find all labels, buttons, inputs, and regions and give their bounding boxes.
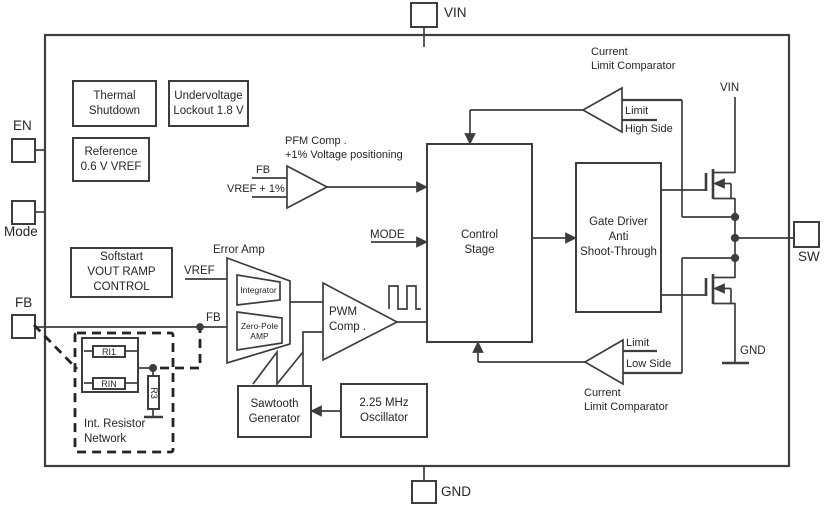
integrator-label: Integrator	[240, 284, 277, 295]
mode-signal-wire	[371, 236, 428, 248]
sawtooth-wiring	[252, 331, 340, 417]
arrowhead	[565, 232, 577, 244]
high-side-comp-title: Current Limit Comparator	[591, 46, 676, 73]
power-rails	[722, 97, 794, 365]
high-side-side-label: High Side	[625, 123, 673, 135]
resistor-label: R3	[148, 386, 159, 399]
high-side-limit-label: Limit	[625, 105, 649, 117]
arrowhead	[416, 236, 428, 248]
network-dashed-border	[73, 331, 175, 454]
resistor-network-label: Int. Resistor Network	[84, 418, 146, 445]
block-label: Control Stage	[460, 229, 499, 256]
ic-boundary	[43, 33, 791, 468]
resistor-rin: RIN	[92, 377, 126, 390]
arrowhead	[416, 181, 428, 193]
error-amp-input-fb: FB	[206, 312, 221, 324]
block-label: Reference 0.6 V VREF	[80, 145, 142, 173]
block-label: Undervoltage Lockout 1.8 V	[173, 89, 244, 117]
high-side-mosfet-icon	[704, 169, 735, 200]
pin-sw	[793, 221, 820, 248]
block-gate-driver: Gate Driver Anti Shoot-Through	[575, 162, 662, 313]
arrowhead	[472, 341, 484, 353]
error-amp-title: Error Amp	[213, 244, 265, 256]
pwm-comparator-icon	[322, 281, 426, 362]
low-side-comp-title: Current Limit Comparator	[584, 387, 669, 414]
arrowhead	[464, 133, 476, 145]
block-label: Gate Driver Anti Shoot-Through	[580, 216, 657, 258]
network-dashed-link	[160, 330, 202, 370]
square-wave-icon	[388, 285, 421, 310]
resistor-label: RIN	[101, 378, 117, 389]
block-label: Thermal Shutdown	[88, 89, 141, 117]
block-oscillator: 2.25 MHz Oscillator	[340, 383, 428, 438]
pfm-input-fb: FB	[256, 164, 271, 176]
block-label: 2.25 MHz Oscillator	[359, 396, 409, 424]
mode-signal-label: MODE	[370, 229, 405, 241]
block-softstart: Softstart VOUT RAMP CONTROL	[70, 247, 173, 298]
resistor-r3: R3	[147, 375, 160, 410]
node-dot	[730, 253, 740, 263]
node-dot	[730, 212, 740, 222]
pfm-comp-subtitle: +1% Voltage positioning	[285, 149, 403, 161]
pwm-comp-label: PWM Comp .	[329, 306, 367, 333]
pin-vin-top	[410, 2, 438, 28]
vin-rail-label: VIN	[720, 82, 740, 94]
low-side-mosfet-icon	[704, 274, 735, 305]
error-amp-icon	[185, 256, 323, 365]
zero-pole-shape	[236, 311, 283, 351]
pin-label-vin: VIN	[444, 5, 467, 20]
pin-label-fb: FB	[15, 295, 33, 310]
block-undervoltage-lockout: Undervoltage Lockout 1.8 V	[168, 80, 249, 127]
error-amp-input-vref: VREF	[184, 265, 215, 277]
low-side-side-label: Low Side	[626, 358, 672, 370]
fb-junction-dot	[196, 323, 204, 331]
low-side-limit-label: Limit	[626, 337, 650, 349]
pfm-input-vref: VREF + 1%	[227, 183, 285, 195]
pin-label-mode: Mode	[4, 224, 38, 239]
block-thermal-shutdown: Thermal Shutdown	[72, 80, 157, 127]
high-side-comparator-icon	[464, 86, 733, 218]
gnd-rail-label: GND	[740, 345, 766, 357]
block-label: Sawtooth Generator	[248, 397, 301, 425]
pin-label-gnd: GND	[441, 484, 471, 499]
pin-mode	[11, 200, 36, 225]
resistor-ri1: RI1	[92, 345, 126, 358]
pfm-comparator-icon	[252, 164, 428, 210]
pin-label-sw: SW	[798, 249, 820, 264]
block-sawtooth-generator: Sawtooth Generator	[237, 385, 312, 438]
resistor-label: RI1	[101, 346, 116, 357]
pin-stub-wires	[35, 27, 425, 481]
pin-label-en: EN	[13, 118, 32, 133]
pfm-comp-title: PFM Comp .	[285, 135, 347, 147]
fb-wire	[35, 323, 227, 331]
block-label: Softstart VOUT RAMP CONTROL	[87, 251, 156, 293]
sawtooth-wave-icon	[252, 349, 304, 387]
pin-fb	[11, 314, 36, 339]
control-to-driver-wire	[533, 232, 577, 244]
block-reference: Reference 0.6 V VREF	[72, 137, 150, 182]
low-side-comparator-icon	[472, 257, 733, 386]
pin-en	[11, 138, 36, 163]
fb-dashed-link	[32, 324, 79, 370]
block-control-stage: Control Stage	[426, 143, 533, 343]
zero-pole-label: Zero-Pole AMP	[240, 320, 279, 341]
pin-gnd-bottom	[411, 480, 437, 504]
integrator-shape	[236, 274, 281, 306]
arrowhead	[310, 405, 322, 417]
gate-leads	[662, 189, 706, 296]
